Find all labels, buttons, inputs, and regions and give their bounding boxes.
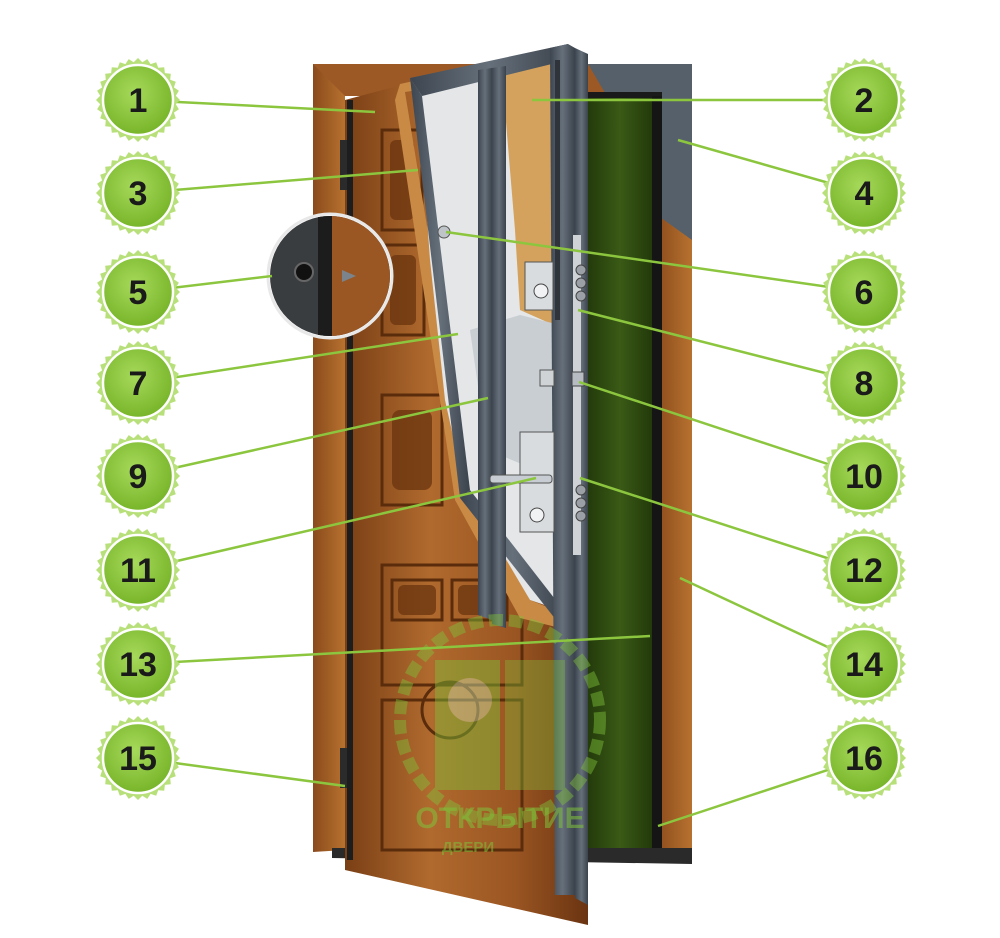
- door-logo-icon: [394, 614, 606, 826]
- badge-disc: [101, 156, 175, 230]
- steel-frame: [410, 44, 588, 905]
- badge-number: 3: [129, 175, 148, 213]
- badge-disc: [827, 721, 901, 795]
- anti-removal-pin-icon: [342, 270, 356, 282]
- opening-seal-top: [578, 92, 662, 98]
- badge-disc: [827, 346, 901, 420]
- lower-bolts: [575, 484, 587, 522]
- badge-disc: [827, 255, 901, 329]
- badge-number: 15: [119, 740, 157, 778]
- hinge-detail-zoom: [266, 212, 394, 340]
- watermark: ОТКРЫТИЕ ДВЕРИ: [394, 614, 606, 856]
- callout-badge-1: 1: [96, 58, 180, 142]
- callout-badge-5: 5: [96, 250, 180, 334]
- callout-badge-16: 16: [822, 716, 906, 800]
- leader-line-13: [137, 634, 651, 666]
- badge-number: 1: [129, 82, 148, 120]
- callout-badge-9: 9: [96, 434, 180, 518]
- badge-number: 4: [855, 175, 874, 213]
- callout-badge-11: 11: [96, 528, 180, 612]
- leader-line-3: [137, 168, 419, 195]
- badge-number: 16: [845, 740, 883, 778]
- watermark-tagline: ДВЕРИ: [442, 839, 494, 856]
- opening: [580, 96, 660, 852]
- badge-disc: [101, 63, 175, 137]
- lock-strip: [573, 235, 581, 555]
- badge-number: 11: [120, 552, 156, 590]
- badge-number: 8: [855, 365, 874, 403]
- badge-number: 12: [845, 552, 883, 590]
- handle: [489, 474, 553, 484]
- leader-line-12: [579, 476, 865, 572]
- upper-hinge: [340, 140, 348, 190]
- callout-badge-14: 14: [822, 622, 906, 706]
- badge-number: 10: [845, 458, 883, 496]
- callout-badge-6: 6: [822, 250, 906, 334]
- badge-disc: [827, 63, 901, 137]
- callout-badge-3: 3: [96, 151, 180, 235]
- badge-number: 6: [855, 274, 874, 312]
- leader-line-11: [137, 476, 537, 572]
- badge-disc: [101, 439, 175, 513]
- badge-disc: [101, 346, 175, 420]
- opening-seal-right: [652, 96, 662, 852]
- anti-removal-pin: [539, 369, 555, 387]
- badge-number: 7: [129, 365, 148, 403]
- badge-number: 2: [855, 82, 874, 120]
- callout-badge-10: 10: [822, 434, 906, 518]
- badge-number: 13: [119, 646, 157, 684]
- callout-badge-4: 4: [822, 151, 906, 235]
- callout-badge-8: 8: [822, 341, 906, 425]
- leader-line-7: [137, 332, 459, 385]
- leader-line-10: [578, 380, 865, 478]
- badge-disc: [827, 156, 901, 230]
- badge-disc: [101, 255, 175, 329]
- watermark-brand: ОТКРЫТИЕ: [415, 802, 584, 835]
- badge-disc: [827, 627, 901, 701]
- callout-badge-15: 15: [96, 716, 180, 800]
- hinge-pin-hole-icon: [294, 262, 314, 282]
- lower-cylinder-icon: [529, 507, 545, 523]
- lock-hardware: [437, 225, 587, 555]
- badge-disc: [827, 533, 901, 607]
- badge-number: 5: [129, 274, 148, 312]
- leader-line-6: [445, 230, 865, 294]
- upper-bolts: [575, 264, 587, 302]
- badge-disc: [101, 627, 175, 701]
- lower-hinge: [340, 748, 348, 788]
- badge-disc: [101, 533, 175, 607]
- callout-badge-2: 2: [822, 58, 906, 142]
- leader-line-9: [137, 396, 489, 478]
- callout-badge-12: 12: [822, 528, 906, 612]
- door-leaf: [340, 44, 588, 925]
- badge-number: 14: [845, 646, 883, 684]
- callout-badge-13: 13: [96, 622, 180, 706]
- badge-disc: [827, 439, 901, 513]
- callout-badge-7: 7: [96, 341, 180, 425]
- upper-cylinder-icon: [533, 283, 549, 299]
- badge-disc: [101, 721, 175, 795]
- leader-line-8: [577, 308, 865, 385]
- badge-number: 9: [129, 458, 148, 496]
